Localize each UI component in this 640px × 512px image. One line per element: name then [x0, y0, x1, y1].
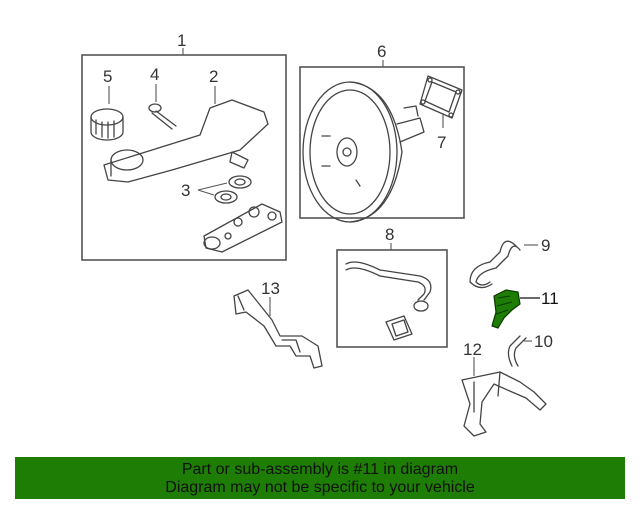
- bracket-13: [233, 289, 323, 369]
- callout-8: 8: [385, 225, 394, 244]
- brake-booster-group-box: [299, 66, 465, 219]
- bracket-12: [461, 371, 547, 437]
- callout-9: 9: [541, 236, 550, 255]
- callout-6: 6: [377, 42, 386, 61]
- callout-12: 12: [463, 340, 482, 359]
- callout-10: 10: [534, 332, 553, 351]
- master-cylinder-group-box: [81, 54, 287, 261]
- banner-line-2: Diagram may not be specific to your vehi…: [165, 479, 475, 496]
- hose-10: [507, 335, 527, 367]
- reservoir-bolt: [148, 103, 177, 130]
- callout-2: 2: [209, 67, 218, 86]
- vacuum-hose: [345, 261, 432, 341]
- callout-5: 5: [103, 67, 112, 86]
- brake-booster: [302, 81, 425, 223]
- banner-line-1: Part or sub-assembly is #11 in diagram: [181, 461, 459, 478]
- callout-4: 4: [150, 65, 159, 84]
- booster-gasket: [419, 75, 463, 119]
- callout-7: 7: [437, 133, 446, 152]
- check-valve-11-highlighted[interactable]: [491, 289, 521, 329]
- reservoir-grommets: [214, 175, 252, 204]
- reservoir-cap: [90, 108, 124, 141]
- callout-1: 1: [177, 31, 186, 50]
- brake-fluid-reservoir: [103, 99, 269, 183]
- vacuum-hose-group-box: [336, 249, 448, 348]
- hose-9: [469, 240, 521, 289]
- info-banner: Part or sub-assembly is #11 in diagram D…: [15, 457, 625, 499]
- master-cylinder: [203, 203, 283, 253]
- callout-13: 13: [261, 279, 280, 298]
- callout-11: 11: [541, 289, 559, 308]
- callout-3: 3: [181, 181, 190, 200]
